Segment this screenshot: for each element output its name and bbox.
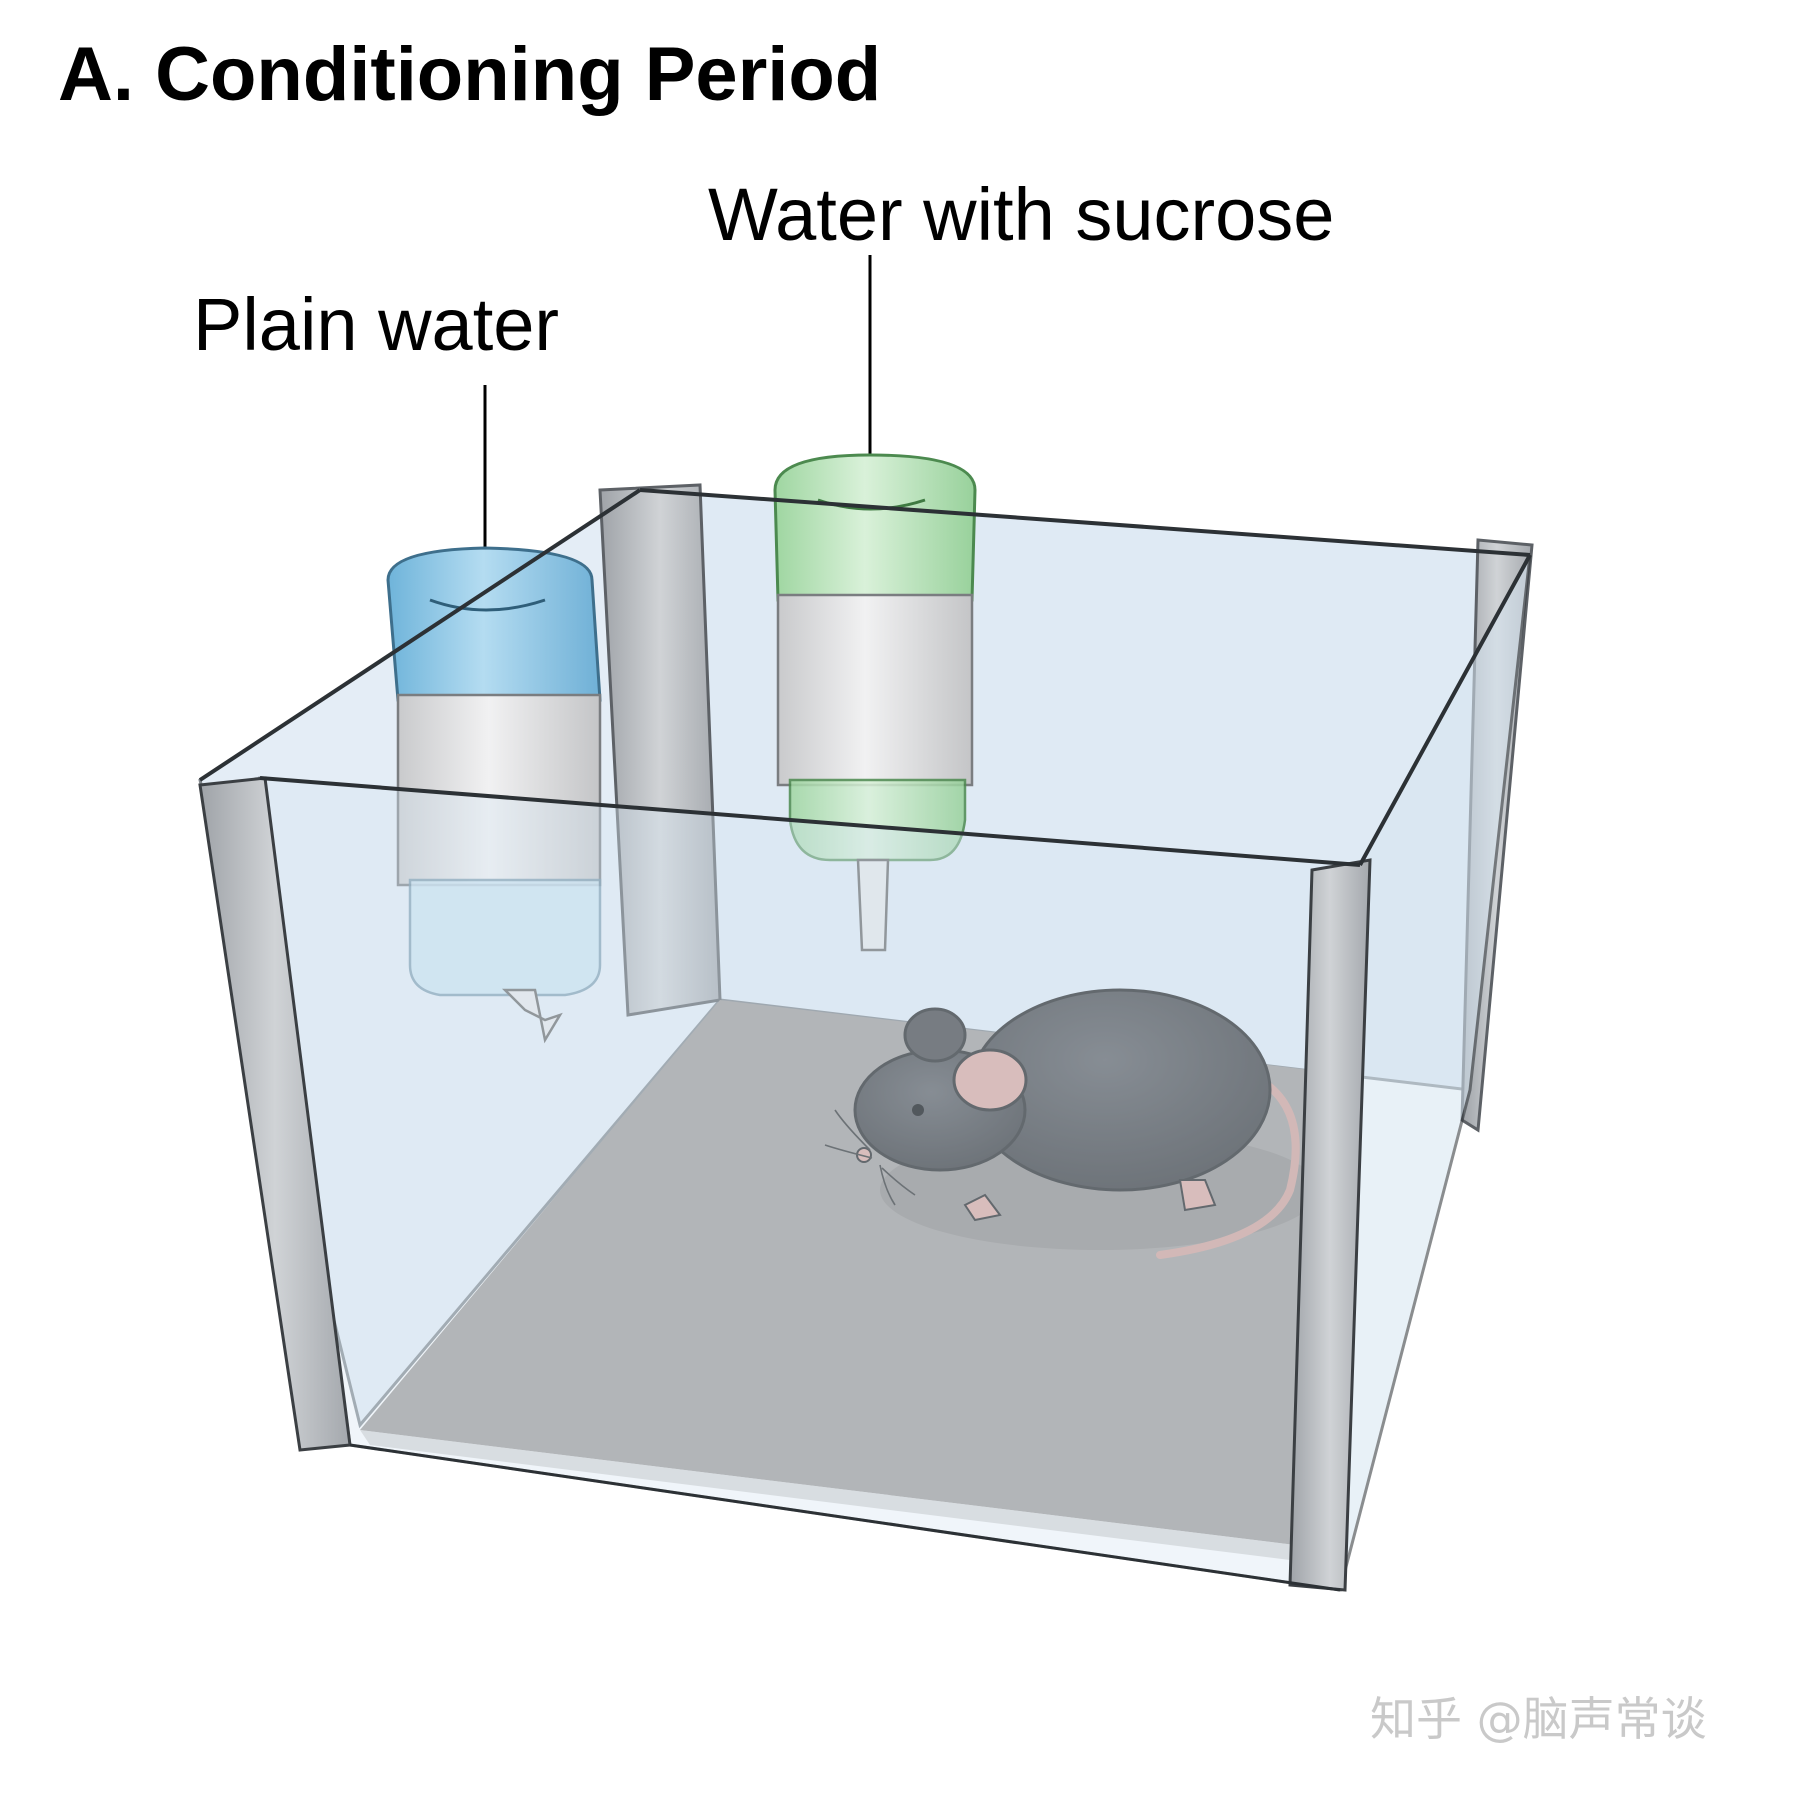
mouse-back-paw — [1178, 1179, 1217, 1212]
sucrose-water-label: Water with sucrose — [708, 173, 1334, 256]
cage-top-edge-back — [639, 488, 1531, 557]
cage-bottom-edge — [349, 1443, 1341, 1592]
cage-front — [198, 488, 1532, 1592]
mouse-ear-back — [903, 1007, 967, 1063]
sucrose-bottle-top — [773, 453, 977, 602]
cage-front-wall — [258, 776, 1362, 1592]
plain-water-label: Plain water — [193, 283, 559, 366]
sucrose-bottle-spout — [856, 858, 890, 952]
mouse-tail — [1156, 1076, 1300, 1259]
mouse-nose — [856, 1147, 872, 1163]
plain-bottle-lower — [408, 878, 602, 997]
cage-top-edge-left — [198, 488, 642, 782]
plain-bottle-spout — [501, 988, 563, 1044]
mouse-ear-front — [952, 1048, 1028, 1112]
mouse-front-paw — [963, 1193, 1002, 1222]
plain-bottle-top — [386, 546, 602, 702]
mouse — [824, 988, 1320, 1259]
watermark-text: 知乎 @脑声常谈 — [1370, 1692, 1707, 1746]
sucrose-bottle-band — [776, 593, 974, 787]
figure-title: A. Conditioning Period — [58, 32, 881, 117]
mouse-eye — [912, 1104, 924, 1116]
cage-top-edge-front — [259, 776, 1361, 867]
mouse-whiskers — [824, 1109, 916, 1206]
plain-bottle-rim — [429, 598, 546, 612]
floor-shadow-edge — [360, 1430, 1295, 1560]
sucrose-bottle-lower — [788, 778, 967, 862]
sucrose-water-bottle — [773, 453, 977, 952]
cage-top-edge-right — [1358, 554, 1532, 866]
